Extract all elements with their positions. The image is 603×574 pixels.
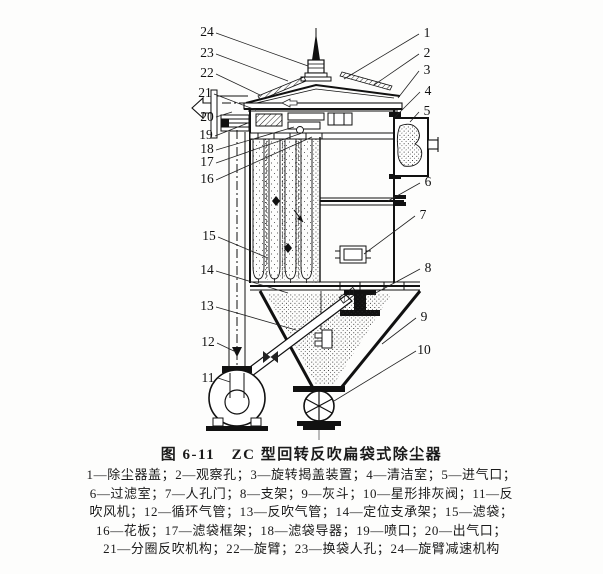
- callout-17-label: 17: [200, 154, 214, 169]
- callout-21-label: 21: [198, 85, 212, 100]
- filter-bag: [252, 138, 265, 280]
- callout-15-label: 15: [202, 228, 216, 243]
- callout-numbers: 24 23 22 21 20 19 18 17 16 15 14 13 12 1…: [198, 24, 431, 385]
- circulation-pipe: [228, 130, 246, 370]
- legend-line-1: 1—除尘器盖；2—观察孔；3—旋转揭盖装置；4—清洁室；5—进气口；: [86, 467, 517, 482]
- pipe-valve-icon: [263, 351, 278, 363]
- callout-12-label: 12: [201, 334, 215, 349]
- inlet-box: [389, 112, 439, 179]
- outlet-duct: [191, 89, 250, 139]
- swing-arm-reducer-finial: [300, 28, 332, 82]
- collector-cap: [243, 71, 403, 110]
- flow-arrow-icon: [272, 196, 280, 206]
- callout-4-label: 4: [425, 83, 432, 98]
- filter-bag: [284, 138, 297, 280]
- legend-line-3: 吹风机；12—循环气管；13—反吹气管；14—定位支承架；15—滤袋；: [89, 504, 514, 519]
- filter-bags: [252, 137, 321, 283]
- callout-22-label: 22: [200, 65, 214, 80]
- callout-6-label: 6: [425, 174, 432, 189]
- inlet-stub-pipe: [427, 139, 439, 150]
- filter-chamber-flange: [320, 195, 406, 206]
- callout-20-label: 20: [200, 109, 214, 124]
- flow-arrow-icon: [284, 243, 292, 253]
- callout-8-label: 8: [425, 260, 432, 275]
- callout-3-label: 3: [424, 62, 431, 77]
- figure-legend: 1—除尘器盖；2—观察孔；3—旋转揭盖装置；4—清洁室；5—进气口； 6—过滤室…: [0, 466, 603, 559]
- pipe-end-flange: [338, 286, 358, 304]
- bag-change-manhole-plate: [257, 76, 307, 101]
- callout-10-label: 10: [417, 342, 431, 357]
- backblow-fan: [206, 366, 268, 431]
- dust-collector-diagram: 24 23 22 21 20 19 18 17 16 15 14 13 12 1…: [191, 24, 439, 440]
- flow-arrow-icon: [281, 98, 298, 108]
- filter-bag: [268, 138, 281, 280]
- dust-stream: [396, 123, 423, 167]
- callout-7-label: 7: [420, 207, 427, 222]
- filter-bag: [300, 138, 313, 280]
- flow-arrow-icon: [232, 347, 242, 357]
- callout-18-label: 18: [200, 141, 214, 156]
- legend-line-4: 16—花板；17—滤袋框架；18—滤袋导器；19—喷口；20—出气口；: [96, 522, 507, 538]
- callout-9-label: 9: [421, 309, 428, 324]
- callout-13-label: 13: [200, 298, 214, 313]
- callout-5-label: 5: [424, 103, 431, 118]
- legend-line-5: 21—分圈反吹机构；22—旋臂；23—换袋人孔；24—旋臂减速机构: [103, 541, 500, 556]
- star-discharge-valve: [293, 386, 345, 440]
- callout-14-label: 14: [200, 262, 214, 277]
- callout-1-label: 1: [424, 25, 431, 40]
- callout-11-label: 11: [202, 370, 215, 385]
- legend-line-2: 6—过滤室；7—人孔门；8—支架；9—灰斗；10—星形排灰阀；11—反: [89, 485, 514, 501]
- rotary-lid-device-plate: [339, 71, 393, 91]
- callout-19-label: 19: [199, 127, 213, 142]
- callout-16-label: 16: [200, 171, 214, 186]
- callout-2-label: 2: [424, 45, 431, 60]
- callout-23-label: 23: [200, 45, 214, 60]
- ring-backblow-mechanism: [255, 113, 283, 127]
- figure-caption: 图 6-11 ZC 型回转反吹扁袋式除尘器: [160, 447, 443, 463]
- callout-24-label: 24: [200, 24, 214, 39]
- leader-lines: [213, 32, 421, 402]
- manhole-door: [335, 245, 371, 264]
